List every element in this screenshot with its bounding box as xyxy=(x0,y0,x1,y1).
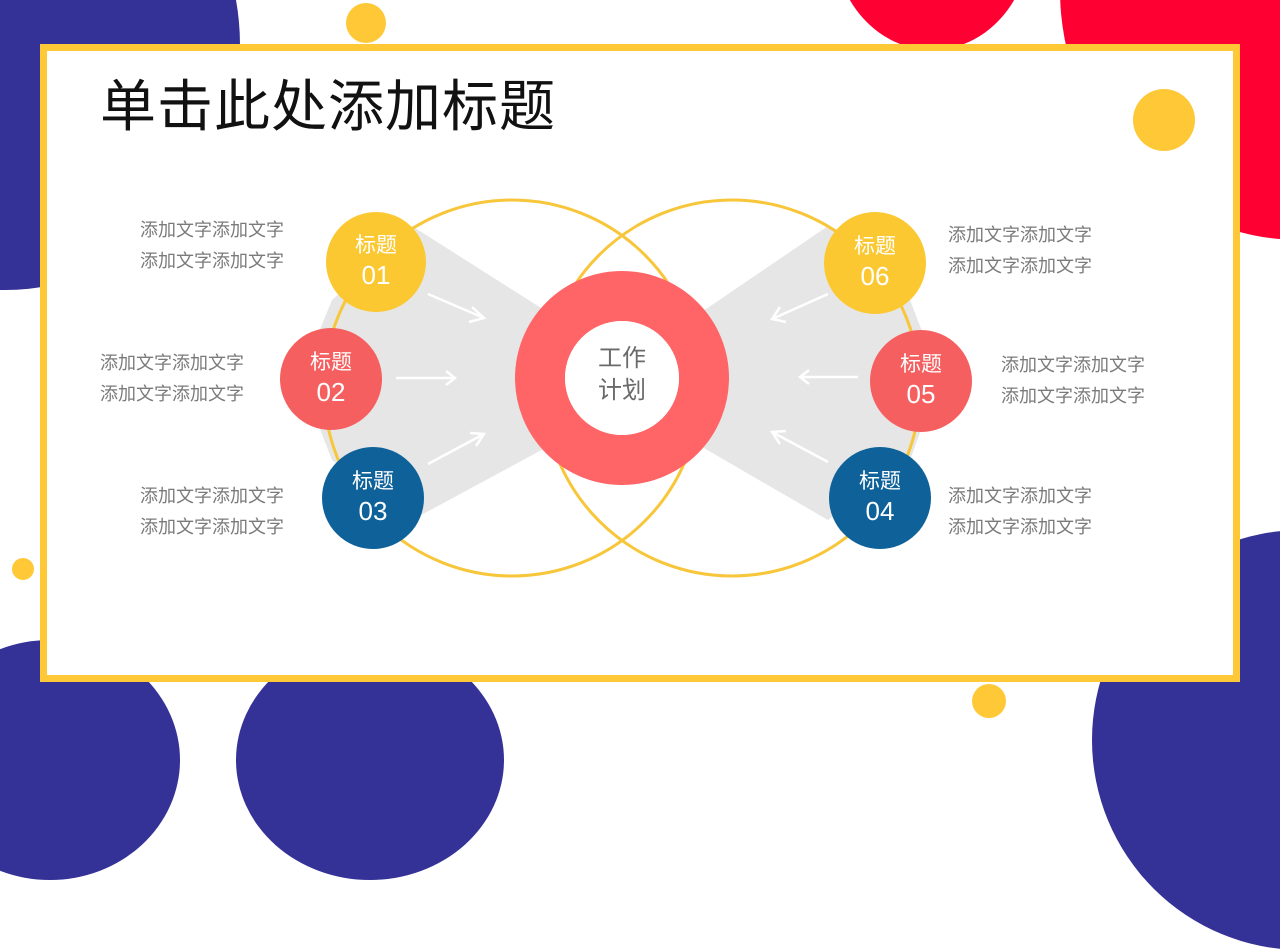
desc-04-line-1: 添加文字添加文字 xyxy=(948,486,1092,507)
bg-dot-yellow-right xyxy=(1133,89,1195,151)
desc-04-line-2: 添加文字添加文字 xyxy=(948,517,1092,538)
node-03-number: 03 xyxy=(358,496,388,526)
node-05-title: 标题 xyxy=(900,352,942,376)
center-line-2: 计划 xyxy=(598,376,646,404)
node-04[interactable]: 标题 04 xyxy=(829,447,931,549)
node-02-title: 标题 xyxy=(310,350,352,374)
desc-06-line-2: 添加文字添加文字 xyxy=(948,256,1092,277)
node-02-number: 02 xyxy=(316,377,346,407)
desc-06-line-1: 添加文字添加文字 xyxy=(948,225,1092,246)
node-05-number: 05 xyxy=(906,379,936,409)
node-02[interactable]: 标题 02 xyxy=(280,328,382,430)
desc-06[interactable]: 添加文字添加文字 添加文字添加文字 xyxy=(948,220,1092,282)
bg-dot-yellow-left xyxy=(12,558,34,580)
desc-02-line-2: 添加文字添加文字 xyxy=(100,384,244,405)
desc-01-line-1: 添加文字添加文字 xyxy=(140,220,284,241)
desc-02-line-1: 添加文字添加文字 xyxy=(100,353,244,374)
center-label[interactable]: 工作 计划 xyxy=(582,342,662,406)
desc-01[interactable]: 添加文字添加文字 添加文字添加文字 xyxy=(140,215,284,277)
node-06-number: 06 xyxy=(860,261,890,291)
desc-03[interactable]: 添加文字添加文字 添加文字添加文字 xyxy=(140,481,284,543)
node-01[interactable]: 标题 01 xyxy=(326,212,426,312)
node-01-number: 01 xyxy=(361,260,391,290)
arrows-right xyxy=(769,292,858,464)
bg-dot-yellow-bottom xyxy=(972,684,1006,718)
node-06-title: 标题 xyxy=(854,234,896,258)
desc-05-line-1: 添加文字添加文字 xyxy=(1001,355,1145,376)
node-06[interactable]: 标题 06 xyxy=(824,212,926,314)
desc-05[interactable]: 添加文字添加文字 添加文字添加文字 xyxy=(1001,350,1145,412)
center-line-1: 工作 xyxy=(598,344,646,372)
node-05[interactable]: 标题 05 xyxy=(870,330,972,432)
page-title[interactable]: 单击此处添加标题 xyxy=(100,75,556,140)
desc-05-line-2: 添加文字添加文字 xyxy=(1001,386,1145,407)
node-04-number: 04 xyxy=(865,496,895,526)
node-04-title: 标题 xyxy=(859,469,901,493)
node-03-title: 标题 xyxy=(352,469,394,493)
desc-03-line-2: 添加文字添加文字 xyxy=(140,517,284,538)
center-donut xyxy=(515,271,729,485)
bg-dot-yellow-top xyxy=(346,3,386,43)
node-03[interactable]: 标题 03 xyxy=(322,447,424,549)
arrows-left xyxy=(396,292,487,466)
desc-03-line-1: 添加文字添加文字 xyxy=(140,486,284,507)
desc-04[interactable]: 添加文字添加文字 添加文字添加文字 xyxy=(948,481,1092,543)
desc-01-line-2: 添加文字添加文字 xyxy=(140,251,284,272)
desc-02[interactable]: 添加文字添加文字 添加文字添加文字 xyxy=(100,348,244,410)
node-01-title: 标题 xyxy=(355,233,397,257)
